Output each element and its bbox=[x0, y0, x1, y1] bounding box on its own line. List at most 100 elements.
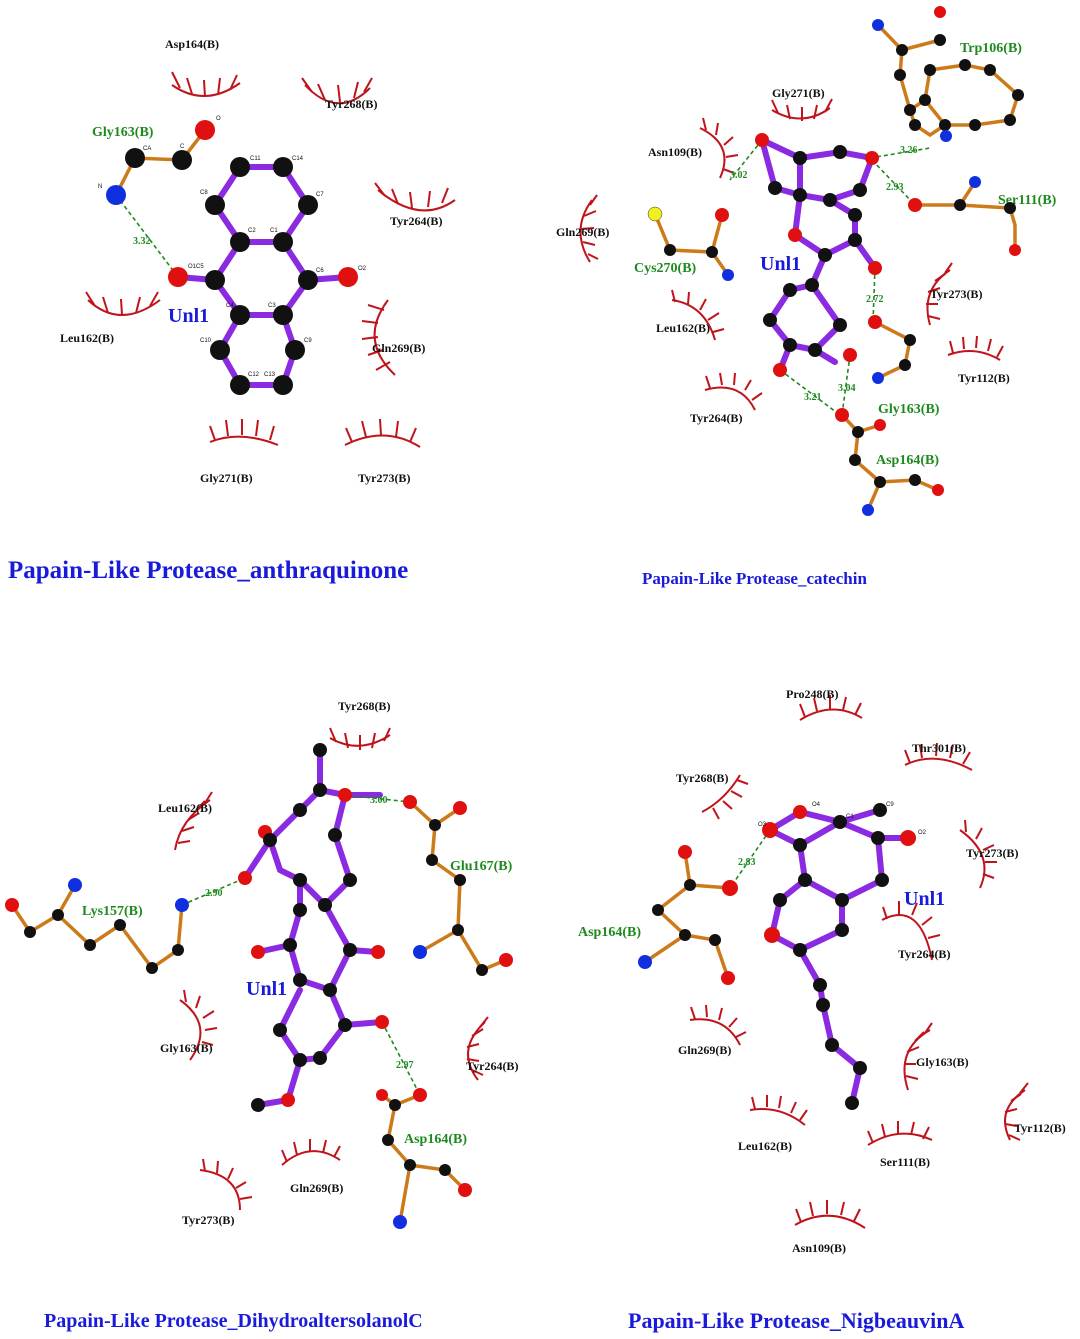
hydrophobic-arc-tick bbox=[962, 751, 971, 765]
oxygen-atom bbox=[874, 419, 886, 431]
hbond-residue-label: Gly163(B) bbox=[92, 125, 154, 140]
carbon-atom bbox=[833, 145, 847, 159]
oxygen-atom bbox=[843, 348, 857, 362]
carbon-atom bbox=[273, 1023, 287, 1037]
atom-label: C10 bbox=[200, 338, 212, 344]
oxygen-atom bbox=[721, 971, 735, 985]
hydrophobic-arc-tick bbox=[171, 71, 181, 89]
hydrophobic-arc-tick bbox=[722, 800, 733, 810]
ligand-bond bbox=[242, 747, 385, 1108]
hydrophobic-arc-tick bbox=[751, 392, 763, 401]
atom-labels: O4 O3 C1 C9 O2 bbox=[758, 802, 927, 836]
hydrophobic-arc-tick bbox=[962, 336, 965, 350]
carbon-atom bbox=[328, 828, 342, 842]
hydrophobic-arc-tick bbox=[269, 425, 275, 441]
carbon-atom bbox=[273, 375, 293, 395]
hydrophobic-arc-tick bbox=[409, 427, 417, 443]
hydrophobic-arc-tick bbox=[690, 1006, 696, 1020]
hydrophobic-arc-tick bbox=[919, 744, 923, 759]
residue-label: Tyr264(B) bbox=[466, 1059, 518, 1073]
carbon-atom bbox=[404, 1159, 416, 1171]
hydrophobic-arc-tick bbox=[975, 335, 978, 349]
atom-label: C11 bbox=[250, 156, 261, 162]
hydrophobic-arc-tick bbox=[707, 312, 720, 321]
atoms bbox=[106, 120, 358, 395]
hydrophobic-arc-tick bbox=[1008, 1134, 1021, 1141]
carbon-atom bbox=[909, 119, 921, 131]
oxygen-atom bbox=[715, 208, 729, 222]
hydrophobic-arc-tick bbox=[333, 1145, 341, 1158]
nitrogen-atom bbox=[393, 1215, 407, 1229]
carbon-atom bbox=[24, 926, 36, 938]
carbon-atom bbox=[896, 44, 908, 56]
hbond-residue-label: Glu167(B) bbox=[450, 859, 513, 874]
atom-label: C6 bbox=[316, 268, 324, 274]
carbon-atom bbox=[285, 340, 305, 360]
atoms bbox=[638, 803, 916, 1110]
hydrophobic-arc-tick bbox=[1010, 1093, 1022, 1102]
residue-label: Ser111(B) bbox=[880, 1155, 930, 1169]
atom-labels: CA C O N O1C5 C11 C14 C8 C7 C2 C1 C6 O2 … bbox=[98, 116, 367, 378]
carbon-atom bbox=[293, 1053, 307, 1067]
hydrophobic-arc-tick bbox=[353, 81, 359, 99]
hydrophobic-arc-tick bbox=[317, 83, 326, 101]
hydrogen-bond bbox=[779, 369, 841, 416]
hydrophobic-arc-tick bbox=[1004, 1108, 1018, 1113]
hydrophobic-arc-tick bbox=[881, 914, 933, 961]
carbon-atom bbox=[835, 893, 849, 907]
atom-label: C12 bbox=[248, 372, 260, 378]
carbon-atom bbox=[805, 278, 819, 292]
hydrophobic-arc-tick bbox=[813, 104, 818, 120]
hbond-residue-label: Asp164(B) bbox=[876, 453, 939, 468]
ligand-bond bbox=[766, 282, 844, 373]
residue-label: Tyr112(B) bbox=[958, 371, 1010, 385]
hbond-distance: 3.00 bbox=[370, 795, 388, 806]
carbon-atom bbox=[783, 338, 797, 352]
carbon-atom bbox=[313, 1051, 327, 1065]
hydrophobic-arc-tick bbox=[186, 77, 193, 95]
carbon-atom bbox=[230, 375, 250, 395]
nitrogen-atom bbox=[413, 945, 427, 959]
hydrogen-bond bbox=[344, 794, 411, 803]
hbond-distance: 2.97 bbox=[396, 1060, 414, 1071]
hydrophobic-arc-tick bbox=[1019, 1082, 1029, 1094]
hydrophobic-arc-tick bbox=[790, 1101, 797, 1114]
panel-caption: Papain-Like Protease_NigbeauvinA bbox=[628, 1308, 964, 1333]
residue-label: Tyr273(B) bbox=[358, 471, 410, 485]
hydrophobic-arc-tick bbox=[699, 127, 726, 179]
hydrophobic-arc-tick bbox=[183, 989, 187, 1003]
carbon-atom bbox=[293, 903, 307, 917]
hydrogen-bond bbox=[872, 267, 876, 323]
hydrophobic-arc-tick bbox=[904, 757, 973, 771]
carbon-atom bbox=[904, 104, 916, 116]
hydrophobic-arc-tick bbox=[281, 1150, 341, 1166]
hydrophobic-arc-tick bbox=[199, 1169, 241, 1211]
ligand-bond bbox=[175, 274, 351, 283]
oxygen-atom bbox=[868, 315, 882, 329]
hbond-distance: 3.02 bbox=[730, 170, 748, 181]
atom-label: O2 bbox=[918, 830, 927, 836]
atom-label: C7 bbox=[316, 192, 324, 198]
carbon-atom bbox=[939, 119, 951, 131]
hydrophobic-arc-tick bbox=[301, 77, 313, 93]
carbon-atom bbox=[899, 359, 911, 371]
atom-label: C13 bbox=[264, 372, 276, 378]
atom-label: C8 bbox=[200, 190, 208, 196]
oxygen-atom bbox=[499, 953, 513, 967]
hydrophobic-arc-tick bbox=[589, 194, 598, 206]
hydrophobic-arc-tick bbox=[730, 790, 743, 798]
oxygen-atom bbox=[788, 228, 802, 242]
carbon-atom bbox=[924, 64, 936, 76]
hydrophobic-arc-tick bbox=[466, 1058, 480, 1062]
ligand-label: Unl1 bbox=[168, 305, 209, 327]
hydrophobic-arc-tick bbox=[102, 296, 109, 314]
carbon-atom bbox=[848, 233, 862, 247]
hydrophobic-arc-tick bbox=[322, 1139, 327, 1154]
hydrophobic-arc-tick bbox=[202, 1010, 215, 1019]
hydrophobic-arc-tick bbox=[799, 1109, 808, 1121]
hydrophobic-arc-tick bbox=[949, 340, 954, 354]
carbon-atom bbox=[210, 340, 230, 360]
oxygen-atom bbox=[238, 871, 252, 885]
hydrophobic-arc-tick bbox=[982, 873, 995, 879]
carbon-atom bbox=[954, 199, 966, 211]
